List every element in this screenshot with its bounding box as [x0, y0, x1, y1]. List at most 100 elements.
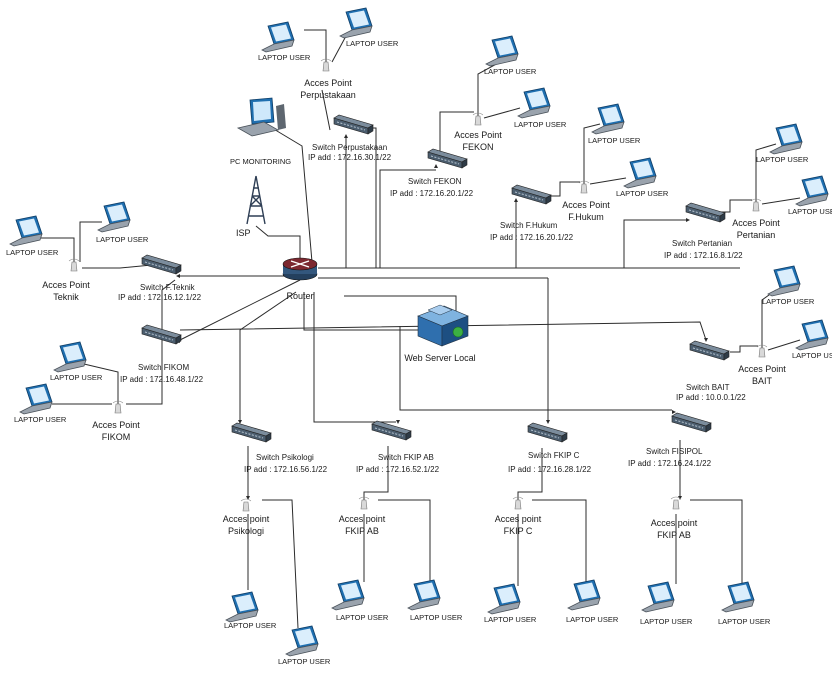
laptop-icon: [485, 35, 519, 67]
ap-laptop-line: [83, 363, 119, 404]
access-point-label-teknik: Acces Point: [42, 280, 90, 290]
laptop-icon: [53, 341, 87, 373]
arrow-head: [246, 496, 250, 500]
ap-laptop-line: [755, 143, 777, 202]
access-point-name-psikologi: Psikologi: [228, 526, 264, 536]
arrow-head: [704, 338, 708, 342]
laptop-icon: [331, 579, 365, 611]
laptop-user-label: LAPTOP USER: [484, 615, 537, 624]
router-fkipab-line: [313, 292, 396, 423]
laptop-icon: [9, 215, 43, 247]
bait-ap-line: [730, 345, 758, 353]
switch-name-fkipc: Switch FKIP C: [528, 451, 580, 460]
laptop-user-label: LAPTOP USER: [96, 235, 149, 244]
access-point-name-fekon: FEKON: [462, 142, 493, 152]
access-point-name-fkipc: FKIP C: [504, 526, 533, 536]
pertanian-ap-line: [720, 199, 752, 213]
network-labels: LAPTOP USER LAPTOP USER LAPTOP USER LAPTOP …: [6, 39, 832, 666]
laptop-icon: [767, 265, 801, 297]
network-nodes: [9, 7, 829, 657]
switch-name-perpustakaan: Switch Perpustakaan: [312, 143, 387, 152]
laptop-icon: [97, 201, 131, 233]
access-point-name-fikom: FIKOM: [102, 432, 131, 442]
ap-laptop-line: [378, 499, 431, 582]
laptop-user-label: LAPTOP USER: [6, 248, 59, 257]
arrow-head: [686, 218, 690, 222]
connection-lines: [40, 29, 801, 629]
laptop-icon: [641, 581, 675, 613]
switch-name-pertanian: Switch Pertanian: [672, 239, 732, 248]
switch-ip-fekon: IP add : 172.16.20.1/22: [390, 189, 474, 198]
network-switch-icon: [511, 184, 552, 205]
laptop-icon: [567, 579, 601, 611]
access-point-name-pertanian: Pertanian: [737, 230, 776, 240]
network-switch-icon: [333, 114, 374, 135]
switch-ip-fisipol: IP add : 172.16.24.1/22: [628, 459, 712, 468]
switch-name-psikologi: Switch Psikologi: [256, 453, 314, 462]
pc-monitoring-label: PC MONITORING: [230, 157, 291, 166]
ap-laptop-line: [40, 237, 75, 262]
laptop-user-label: LAPTOP USER: [50, 373, 103, 382]
switch-name-bait: Switch BAIT: [686, 383, 730, 392]
laptop-icon: [339, 7, 373, 39]
switch-ip-bait: IP add : 10.0.0.1/22: [676, 393, 746, 402]
ap-laptop-line: [304, 29, 327, 62]
ap-laptop-line: [690, 499, 743, 584]
network-switch-icon: [371, 420, 412, 441]
laptop-icon: [487, 583, 521, 615]
access-point-label-fekon: Acces Point: [454, 130, 502, 140]
laptop-icon: [407, 579, 441, 611]
switch-ip-fikom: IP add : 172.16.48.1/22: [120, 375, 204, 384]
network-switch-icon: [671, 412, 712, 433]
switch-name-fteknik: Switch F.Teknik: [140, 283, 196, 292]
access-point-name-perpustakaan: Perpustakaan: [300, 90, 356, 100]
access-point-label-perpustakaan: Acces Point: [304, 78, 352, 88]
laptop-icon: [721, 581, 755, 613]
fhukum-ap-line: [548, 181, 580, 197]
isp-tower-icon: [246, 175, 266, 225]
network-switch-icon: [689, 340, 730, 361]
network-switch-icon: [427, 148, 468, 169]
laptop-icon: [769, 123, 803, 155]
fkipab-ap-drop: [363, 446, 389, 500]
access-point-name-bait: BAIT: [752, 376, 773, 386]
router-pc-line: [271, 127, 313, 263]
ap-laptop-line: [477, 61, 501, 116]
arrow-head: [344, 134, 348, 138]
ap-laptop-line: [262, 499, 299, 629]
laptop-user-label: LAPTOP USER: [410, 613, 463, 622]
access-point-name-teknik: Teknik: [53, 292, 79, 302]
access-point-label-fisipol: Acces point: [651, 518, 698, 528]
arrow-head: [434, 164, 438, 168]
switch-name-fekon: Switch FEKON: [408, 177, 462, 186]
network-switch-icon: [231, 422, 272, 443]
laptop-icon: [261, 21, 295, 53]
laptop-user-label: LAPTOP USER: [484, 67, 537, 76]
pc-monitoring-icon: [236, 97, 286, 137]
laptop-icon: [591, 103, 625, 135]
laptop-icon: [19, 383, 53, 415]
laptop-user-label: LAPTOP USER: [640, 617, 693, 626]
ap-laptop-line: [761, 197, 801, 205]
switch-ip-perpustakaan: IP add : 172.16.30.1/22: [308, 153, 392, 162]
arrow-head: [672, 410, 676, 414]
network-switch-icon: [527, 422, 568, 443]
switch-ip-fkipab: IP add : 172.16.52.1/22: [356, 465, 440, 474]
laptop-user-label: LAPTOP USER: [346, 39, 399, 48]
laptop-user-label: LAPTOP USER: [756, 155, 809, 164]
switch-name-fkipab: Switch FKIP AB: [378, 453, 434, 462]
web-server-label: Web Server Local: [404, 353, 475, 363]
access-point-label-fkipab: Acces point: [339, 514, 386, 524]
access-point-label-pertanian: Acces Point: [732, 218, 780, 228]
fekon-ap-up: [439, 111, 474, 160]
switch-ip-pertanian: IP add : 172.16.8.1/22: [664, 251, 743, 260]
laptop-icon: [795, 319, 829, 351]
laptop-user-label: LAPTOP USER: [762, 297, 815, 306]
ap-laptop-line: [331, 35, 347, 63]
access-point-label-fhukum: Acces Point: [562, 200, 610, 210]
access-point-name-fisipol: FKIP AB: [657, 530, 691, 540]
ap-laptop-line: [583, 123, 601, 184]
laptop-user-label: LAPTOP USER: [336, 613, 389, 622]
